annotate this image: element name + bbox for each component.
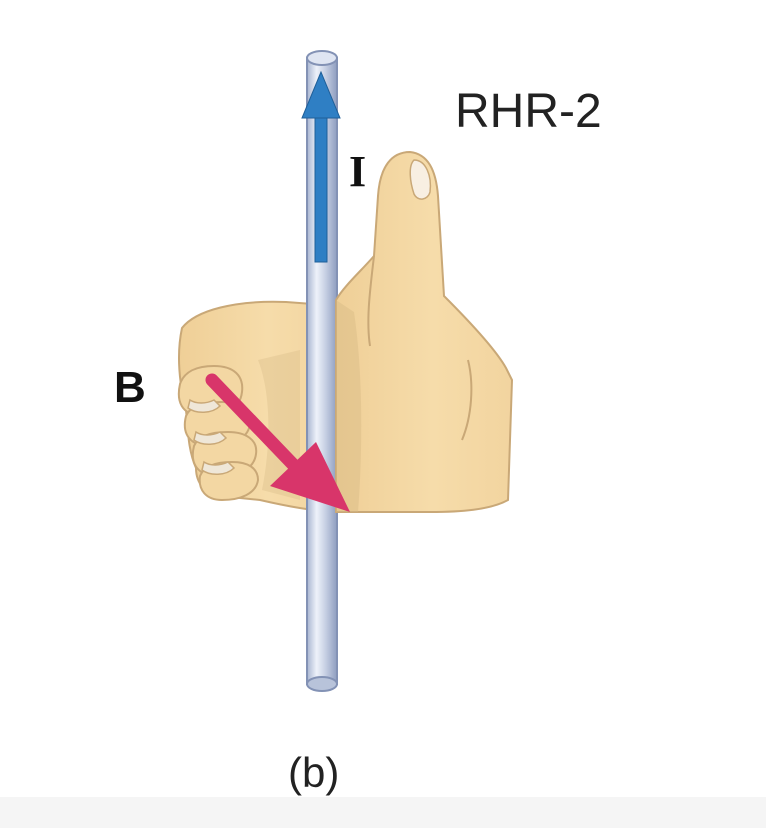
current-label: I <box>349 147 367 196</box>
thumbnail <box>409 159 432 200</box>
bottom-strip <box>0 797 766 828</box>
panel-caption: (b) <box>288 749 340 796</box>
thumb-and-palm <box>335 150 514 513</box>
rule-title: RHR-2 <box>455 85 602 138</box>
current-arrow <box>301 70 341 263</box>
field-label: B <box>114 363 146 412</box>
field-arrow <box>205 373 350 512</box>
